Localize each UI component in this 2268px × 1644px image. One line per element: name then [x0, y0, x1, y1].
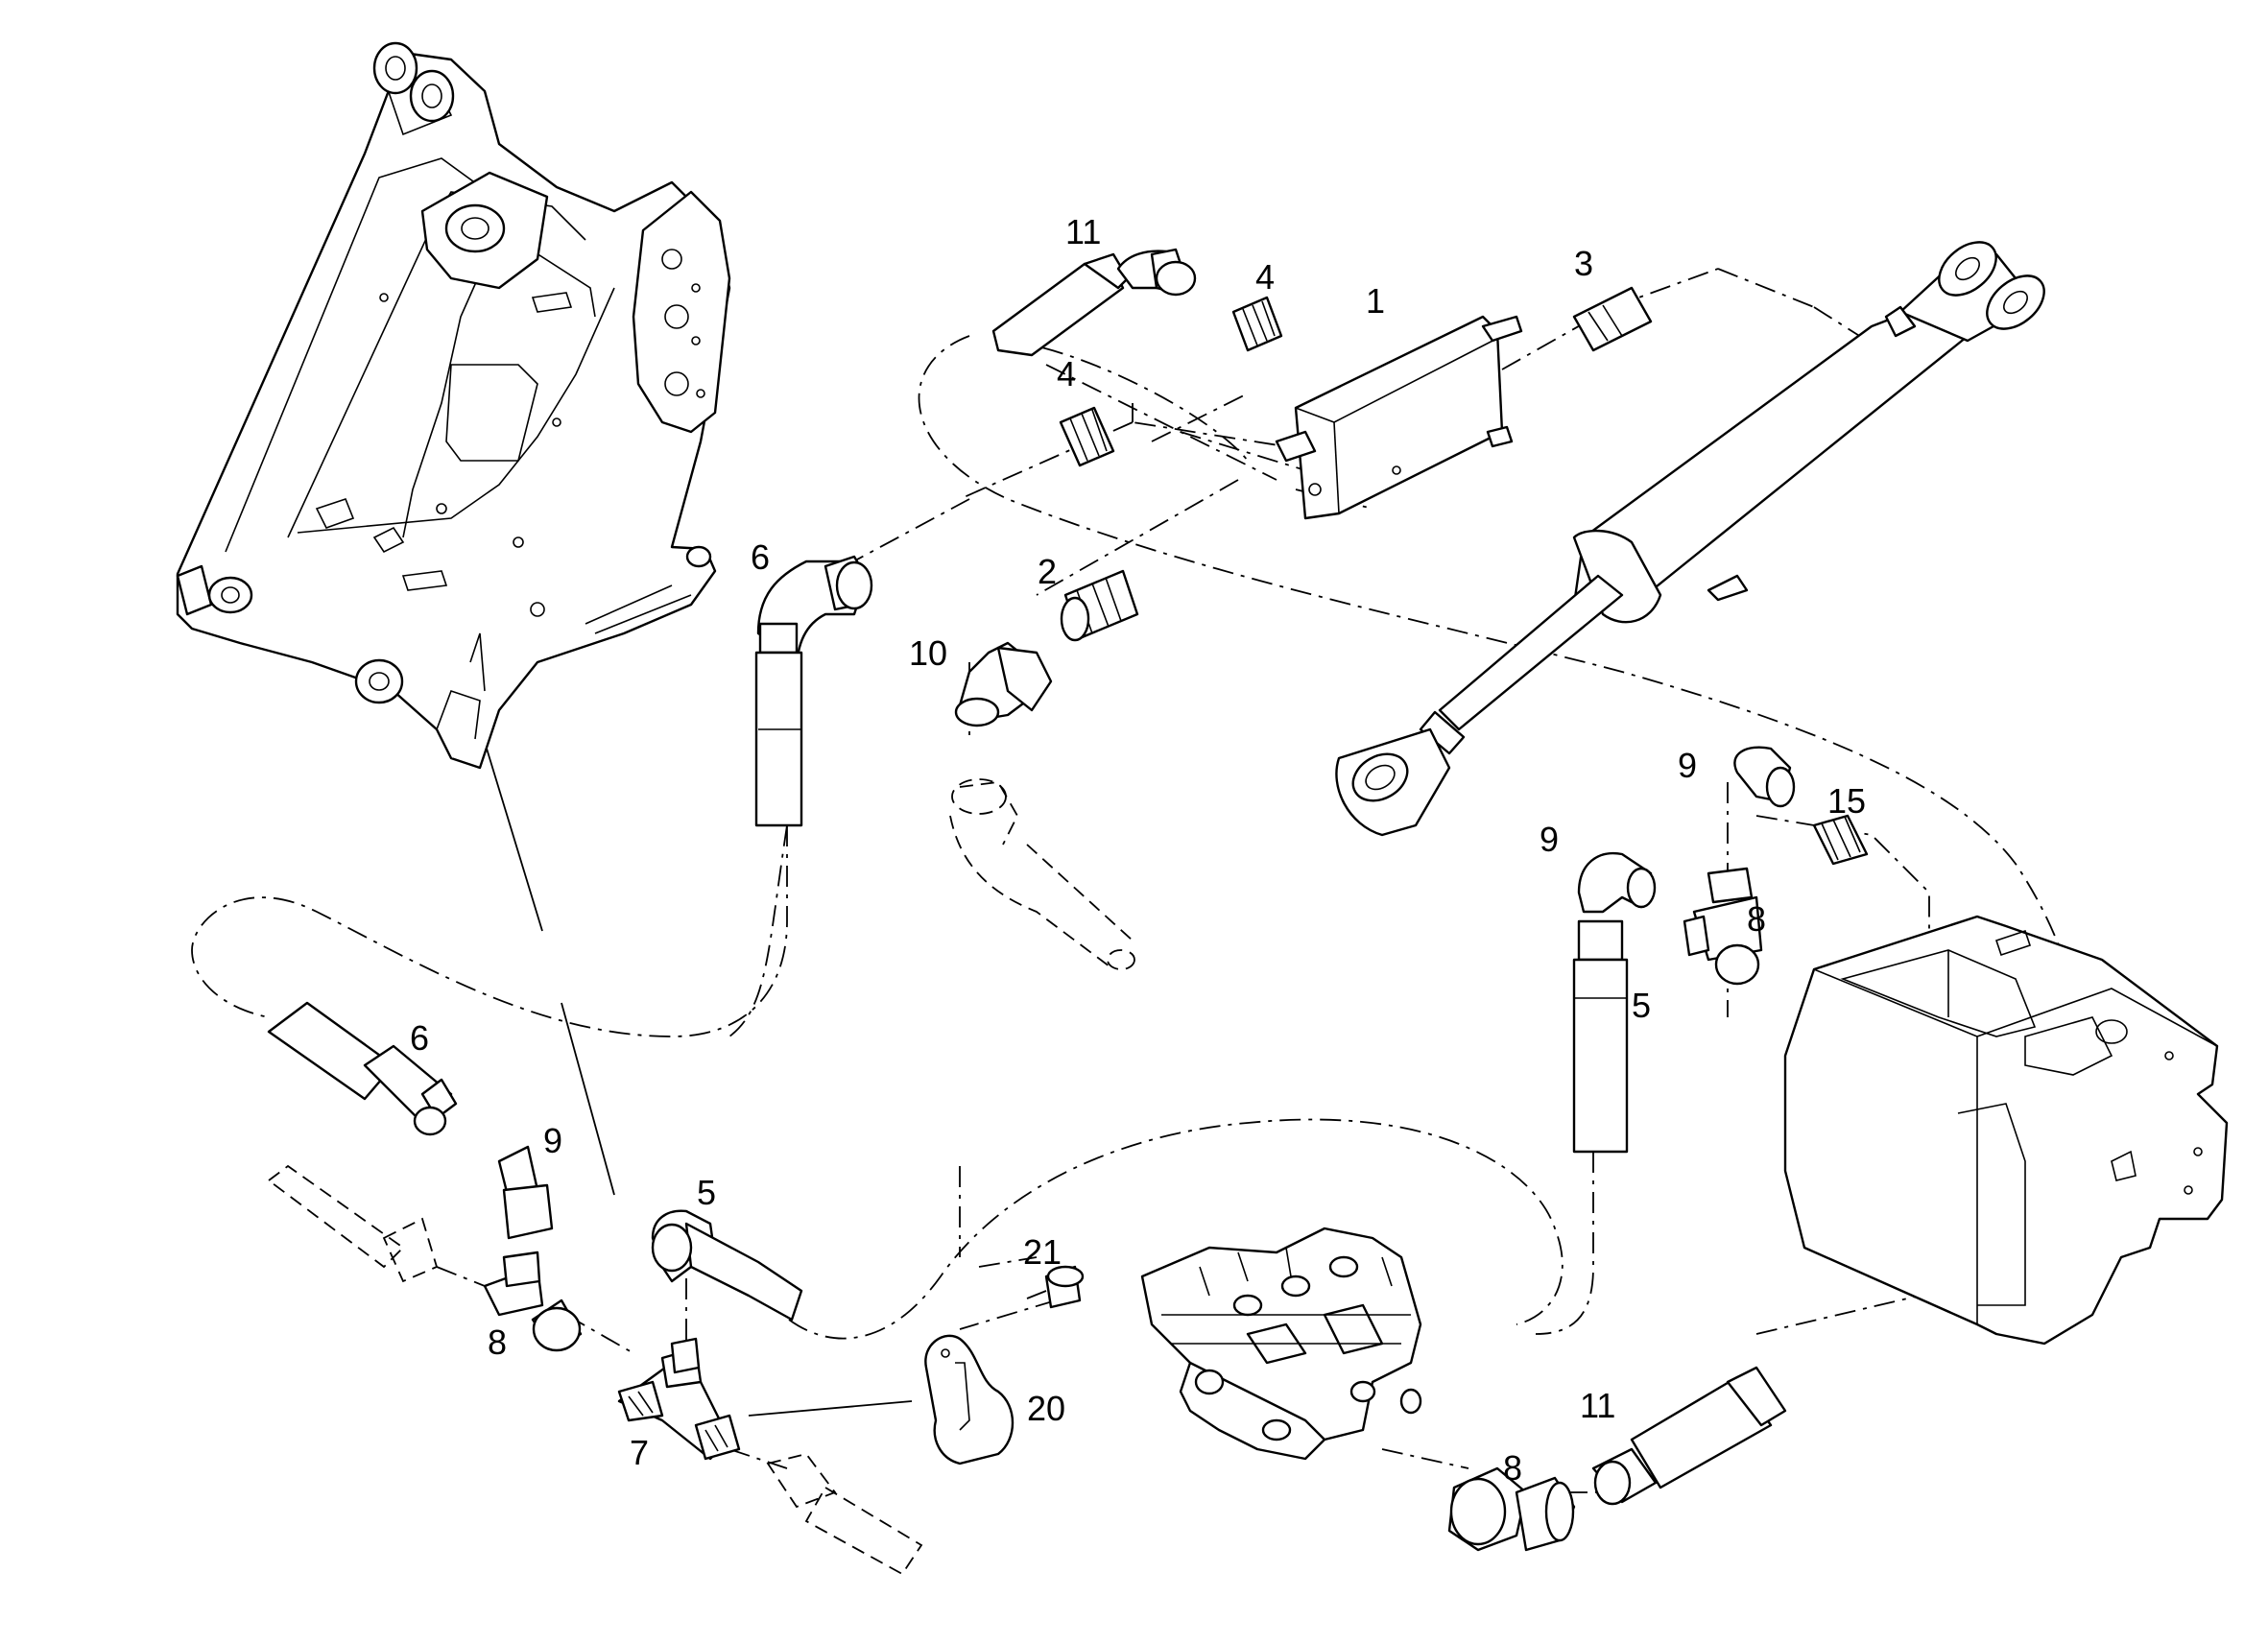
callout-labels: 1 2 3 4 4 5 5 6 6 7 8 8 8 9 9 9 10 11 11… [410, 212, 1866, 1488]
callout-9-right: 9 [1540, 820, 1559, 859]
callout-4-upper: 4 [1255, 257, 1275, 297]
callout-11-upper: 11 [1065, 212, 1101, 251]
callout-4-middle: 4 [1057, 354, 1076, 393]
callout-1: 1 [1366, 281, 1385, 321]
callout-2: 2 [1038, 552, 1057, 591]
callout-15: 15 [1827, 781, 1866, 821]
callout-3: 3 [1574, 244, 1593, 283]
callout-8-right: 8 [1747, 899, 1766, 939]
callout-11-lower: 11 [1580, 1386, 1615, 1425]
callout-7: 7 [630, 1433, 649, 1472]
callout-20: 20 [1027, 1389, 1065, 1428]
callout-9-upper: 9 [1678, 746, 1697, 785]
callout-5-right: 5 [1632, 986, 1651, 1025]
callout-10: 10 [909, 633, 947, 673]
callout-9-left: 9 [543, 1121, 562, 1160]
callout-6-lower: 6 [410, 1018, 429, 1058]
fittings-and-hoses [267, 248, 1869, 1576]
callout-21: 21 [1023, 1232, 1062, 1272]
callout-8-left: 8 [488, 1322, 507, 1362]
callout-5-lower: 5 [697, 1173, 716, 1212]
valve-block [1275, 315, 1523, 520]
lift-cylinder [1335, 241, 2045, 837]
hydraulic-tank [1783, 915, 2229, 1346]
callout-6-upper: 6 [751, 537, 770, 577]
callout-8-lower: 8 [1503, 1448, 1522, 1488]
loader-frame [176, 41, 731, 770]
